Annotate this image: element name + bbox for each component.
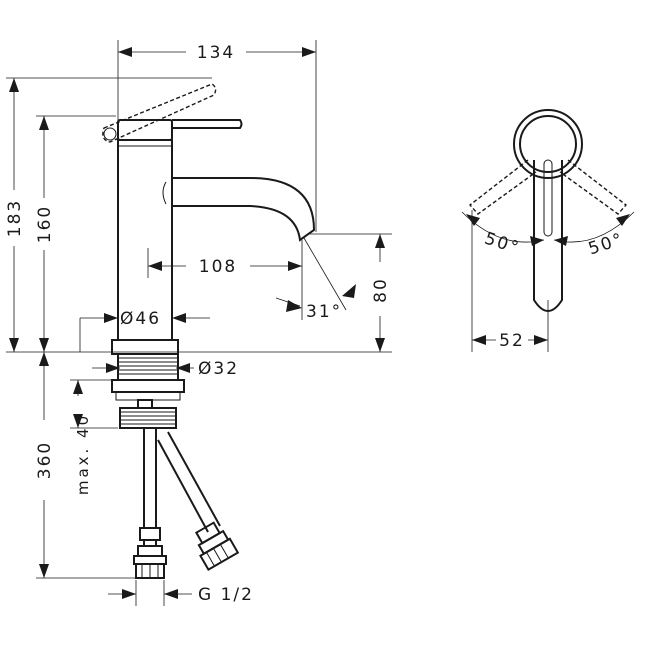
lever-open-dashed [102,83,217,143]
top-view-lever-left-dashed [468,159,537,215]
label-50-right: 50° [586,229,627,259]
label-dia-32: Ø32 [198,359,239,379]
label-52: 52 [499,331,525,351]
fix-pin [137,399,153,409]
label-183: 183 [5,199,25,237]
label-50-left: 50° [482,229,523,259]
mounting-assembly [111,353,240,579]
label-g-half: G 1/2 [198,585,254,605]
label-max-40: max. 40 [74,413,92,495]
faucet-side-view [102,83,316,355]
label-360: 360 [35,441,55,479]
label-108: 108 [199,257,237,277]
hose-fitting-right [194,521,240,571]
washer [111,379,185,393]
dimension-lines [6,40,392,606]
spout [172,177,316,242]
lever-closed [172,119,243,129]
hose-right [157,431,221,533]
dimension-labels: 134 183 160 108 80 31° Ø46 Ø32 360 max. … [5,43,627,605]
top-view-body-circle [513,109,583,179]
mounting-nut [119,407,177,429]
label-31-degree: 31° [306,302,342,322]
label-80: 80 [371,277,391,303]
label-134: 134 [197,43,235,63]
top-view-lever-right-dashed [559,159,628,215]
handle-cap [117,119,173,141]
label-160: 160 [35,205,55,243]
faucet-top-view [461,109,635,352]
label-dia-46: Ø46 [120,309,161,329]
